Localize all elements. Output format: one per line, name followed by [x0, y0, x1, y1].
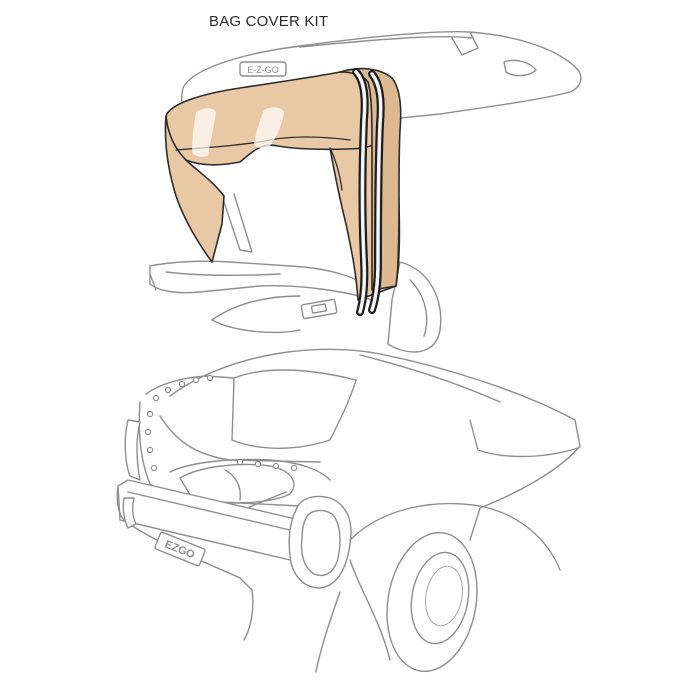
rear-wheel [386, 531, 478, 673]
cover-highlight-center [254, 107, 284, 149]
roof-badge-plate [239, 61, 287, 77]
rear-bumper [117, 479, 303, 561]
cover-side-gusset [339, 67, 402, 291]
cart-body: EZGO [116, 348, 581, 673]
basket-rivets [144, 374, 298, 472]
rear-roof-support [149, 193, 442, 353]
strap-buckle [300, 298, 338, 320]
diagram-title: BAG COVER KIT [209, 13, 329, 30]
rear-badge-plate [154, 531, 206, 567]
roof-badge-text: E-Z-GO [247, 65, 279, 75]
bag-cover [164, 67, 402, 316]
tail-light [288, 495, 352, 589]
seat-back-panel [231, 369, 357, 449]
cover-highlight-left [192, 108, 216, 157]
